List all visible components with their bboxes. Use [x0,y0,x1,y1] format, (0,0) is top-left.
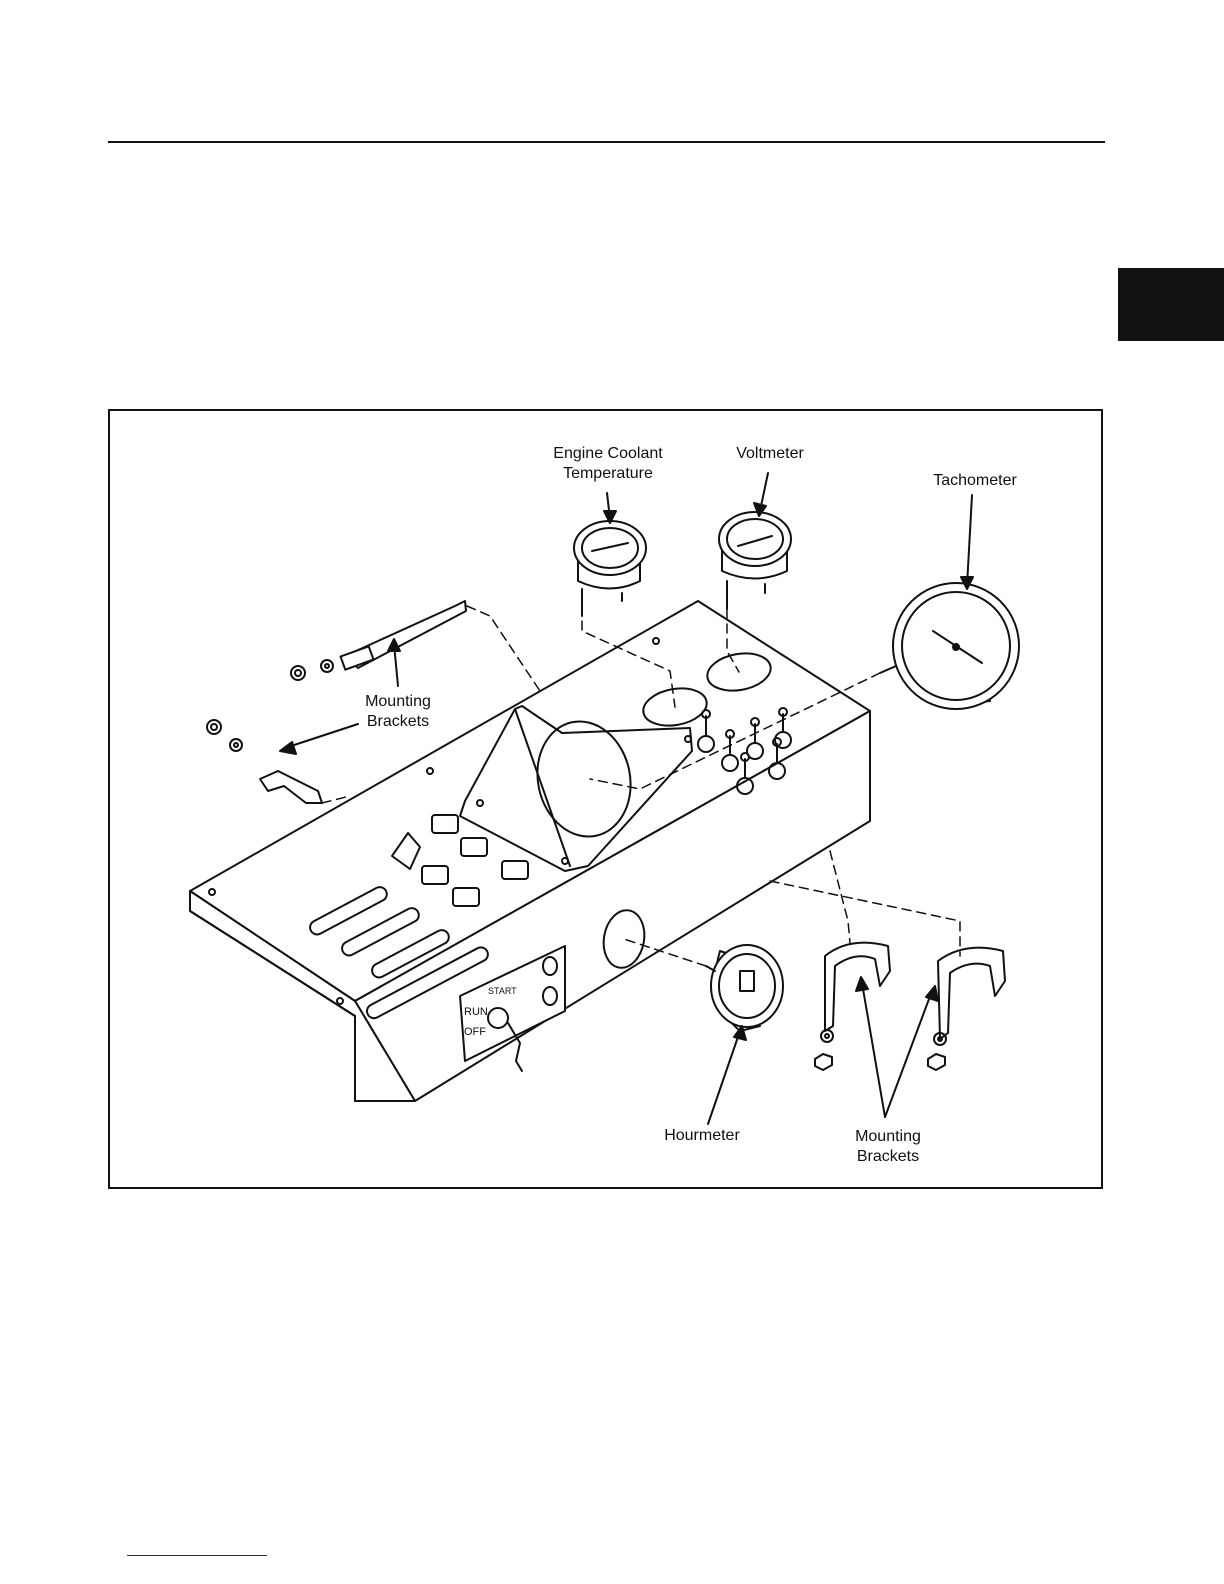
start-label: START [488,986,517,996]
label-mounting-brackets-upper: Mounting Brackets [348,692,448,732]
figure-frame: RUN START OFF [108,409,1103,1189]
tachometer-gauge [880,583,1019,709]
label-hourmeter: Hourmeter [652,1126,752,1146]
label-tachometer: Tachometer [920,471,1030,491]
label-mounting-lower-line2: Brackets [838,1147,938,1167]
label-mounting-lower-line1: Mounting [838,1127,938,1147]
label-engine-coolant-line1: Engine Coolant [528,444,688,464]
voltmeter-gauge [719,512,791,609]
footer-link-rule [127,1555,267,1556]
label-mounting-upper-line2: Brackets [348,712,448,732]
label-engine-coolant-temperature: Engine Coolant Temperature [528,444,688,484]
off-label: OFF [464,1026,486,1038]
engine-coolant-temperature-gauge [574,521,646,616]
header-rule [108,141,1105,143]
section-tab-marker [1118,268,1224,341]
hourmeter-gauge [706,945,783,1031]
label-mounting-upper-line1: Mounting [348,692,448,712]
label-voltmeter: Voltmeter [720,444,820,464]
label-mounting-brackets-lower: Mounting Brackets [838,1127,938,1167]
label-engine-coolant-line2: Temperature [528,464,688,484]
instrument-panel-diagram: RUN START OFF [110,411,1105,1191]
run-label: RUN [464,1006,488,1018]
